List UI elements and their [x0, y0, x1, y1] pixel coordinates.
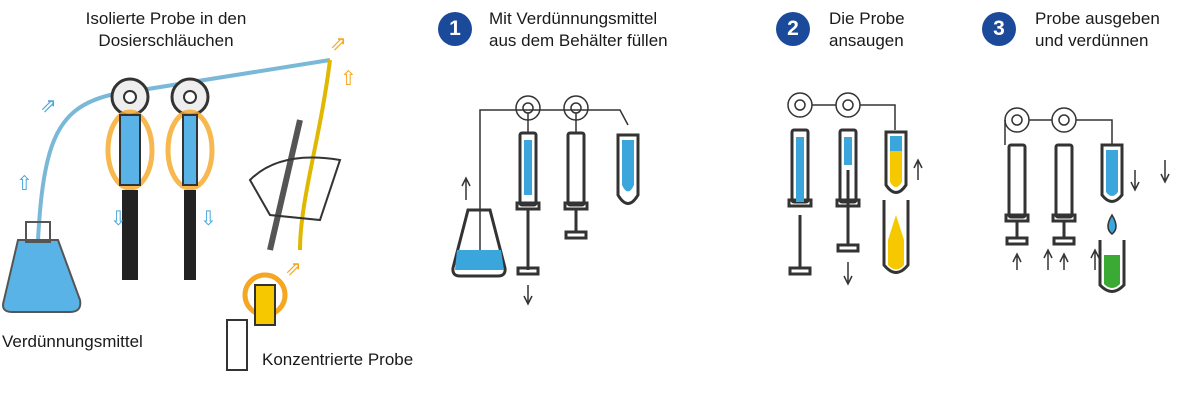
empty-vial	[226, 319, 248, 371]
title-line: und verdünnen	[1035, 31, 1149, 50]
flow-arrows: ⇧ ⇗ ⇩ ⇩	[16, 95, 217, 230]
isolated-sample-label: Isolierte Probe in den Dosierschläuchen	[66, 8, 266, 52]
svg-text:⇗: ⇗	[285, 258, 302, 280]
step-2-badge: 2	[776, 12, 810, 46]
label-line: Isolierte Probe in den	[85, 9, 247, 28]
highlight-ring	[165, 109, 215, 191]
highlight-ring	[105, 109, 155, 191]
step3-diagram	[1004, 107, 1170, 293]
step-1-title: Mit Verdünnungsmittel aus dem Behälter f…	[489, 8, 668, 52]
label-line: Dosierschläuchen	[98, 31, 234, 50]
title-line: Mit Verdünnungsmittel	[489, 9, 658, 28]
sample-vial	[254, 284, 276, 326]
title-line: ansaugen	[829, 31, 904, 50]
svg-text:⇧: ⇧	[340, 68, 357, 90]
svg-text:⇧: ⇧	[16, 173, 33, 195]
diluent-flask	[2, 239, 82, 313]
probe-line	[298, 59, 332, 251]
concentrated-sample-label: Konzentrierte Probe	[262, 350, 414, 369]
svg-text:⇩: ⇩	[110, 208, 127, 230]
title-line: Probe ausgeben	[1035, 9, 1160, 28]
step1-diagram	[451, 95, 640, 306]
title-line: aus dem Behälter füllen	[489, 31, 668, 50]
step2-diagram	[787, 92, 923, 286]
svg-text:⇗: ⇗	[330, 33, 347, 55]
svg-text:⇩: ⇩	[200, 208, 217, 230]
step-3-badge: 3	[982, 12, 1016, 46]
diluent-label: Verdünnungsmittel	[2, 332, 143, 351]
overview-illustration: ⇧ ⇗ ⇩ ⇩ ⇗ ⇧ ⇗	[2, 33, 357, 371]
plunger	[122, 190, 138, 280]
hand	[248, 156, 342, 222]
title-line: Die Probe	[829, 9, 905, 28]
step-1-badge: 1	[438, 12, 472, 46]
syringe-right	[182, 114, 198, 186]
plunger	[184, 190, 196, 280]
step-3-title: Probe ausgeben und verdünnen	[1035, 8, 1160, 52]
probe	[267, 119, 303, 251]
step-2-title: Die Probe ansaugen	[829, 8, 905, 52]
svg-text:⇗: ⇗	[40, 95, 57, 117]
syringe-left	[119, 114, 141, 186]
tubing	[34, 58, 331, 291]
